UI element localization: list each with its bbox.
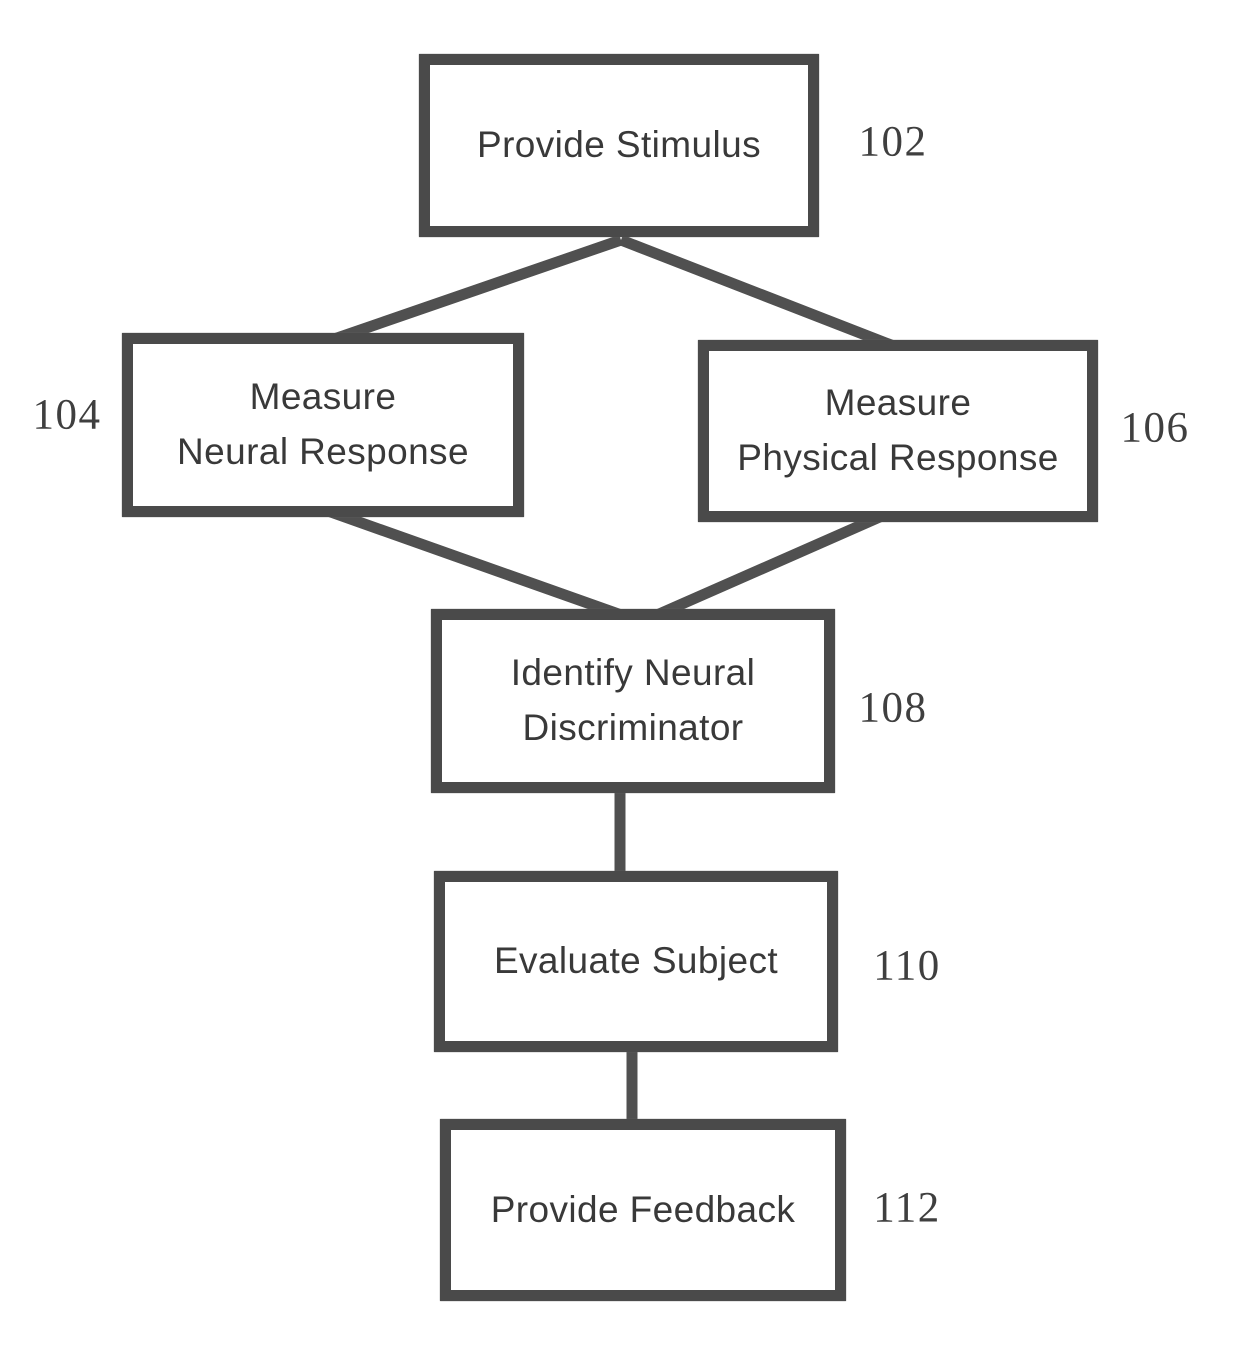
edge-102-104 (312, 234, 623, 352)
flow-box-measure-neural-response-label: Measure Neural Response (133, 370, 513, 480)
ref-label-112: 112 (873, 1184, 941, 1232)
label-line: Identify Neural (510, 652, 756, 694)
edge-104-108 (309, 499, 643, 628)
label-line: Physical Response (737, 437, 1059, 478)
ref-label-110: 110 (873, 942, 941, 990)
flow-box-provide-feedback: Provide Feedback (440, 1119, 846, 1301)
flow-box-measure-neural-response: Measure Neural Response (122, 333, 524, 517)
flow-box-evaluate-subject-label: Evaluate Subject (445, 934, 827, 989)
ref-label-108: 108 (858, 684, 928, 732)
flow-box-identify-neural-discriminator-label: Identify Neural Discriminator (442, 646, 824, 756)
flow-box-provide-stimulus-label: Provide Stimulus (430, 118, 808, 173)
ref-label-106: 106 (1120, 404, 1190, 452)
flow-box-evaluate-subject: Evaluate Subject (434, 871, 838, 1052)
label-line: Neural Response (177, 431, 469, 472)
label-line: Provide Stimulus (476, 124, 761, 166)
ref-label-102: 102 (858, 118, 928, 166)
label-line: Provide Feedback (490, 1188, 796, 1230)
label-line: Measure (249, 376, 397, 418)
flow-box-provide-stimulus: Provide Stimulus (419, 54, 819, 237)
flow-box-measure-physical-response: Measure Physical Response (698, 340, 1098, 522)
label-line: Measure (824, 382, 972, 424)
edge-106-108 (638, 506, 894, 628)
label-line: Evaluate Subject (493, 940, 779, 982)
edge-102-106 (619, 234, 911, 358)
flow-box-measure-physical-response-label: Measure Physical Response (709, 376, 1087, 486)
flow-box-provide-feedback-label: Provide Feedback (451, 1183, 835, 1238)
flow-box-identify-neural-discriminator: Identify Neural Discriminator (431, 609, 835, 793)
label-line: Discriminator (522, 707, 744, 748)
ref-label-104: 104 (32, 391, 102, 439)
